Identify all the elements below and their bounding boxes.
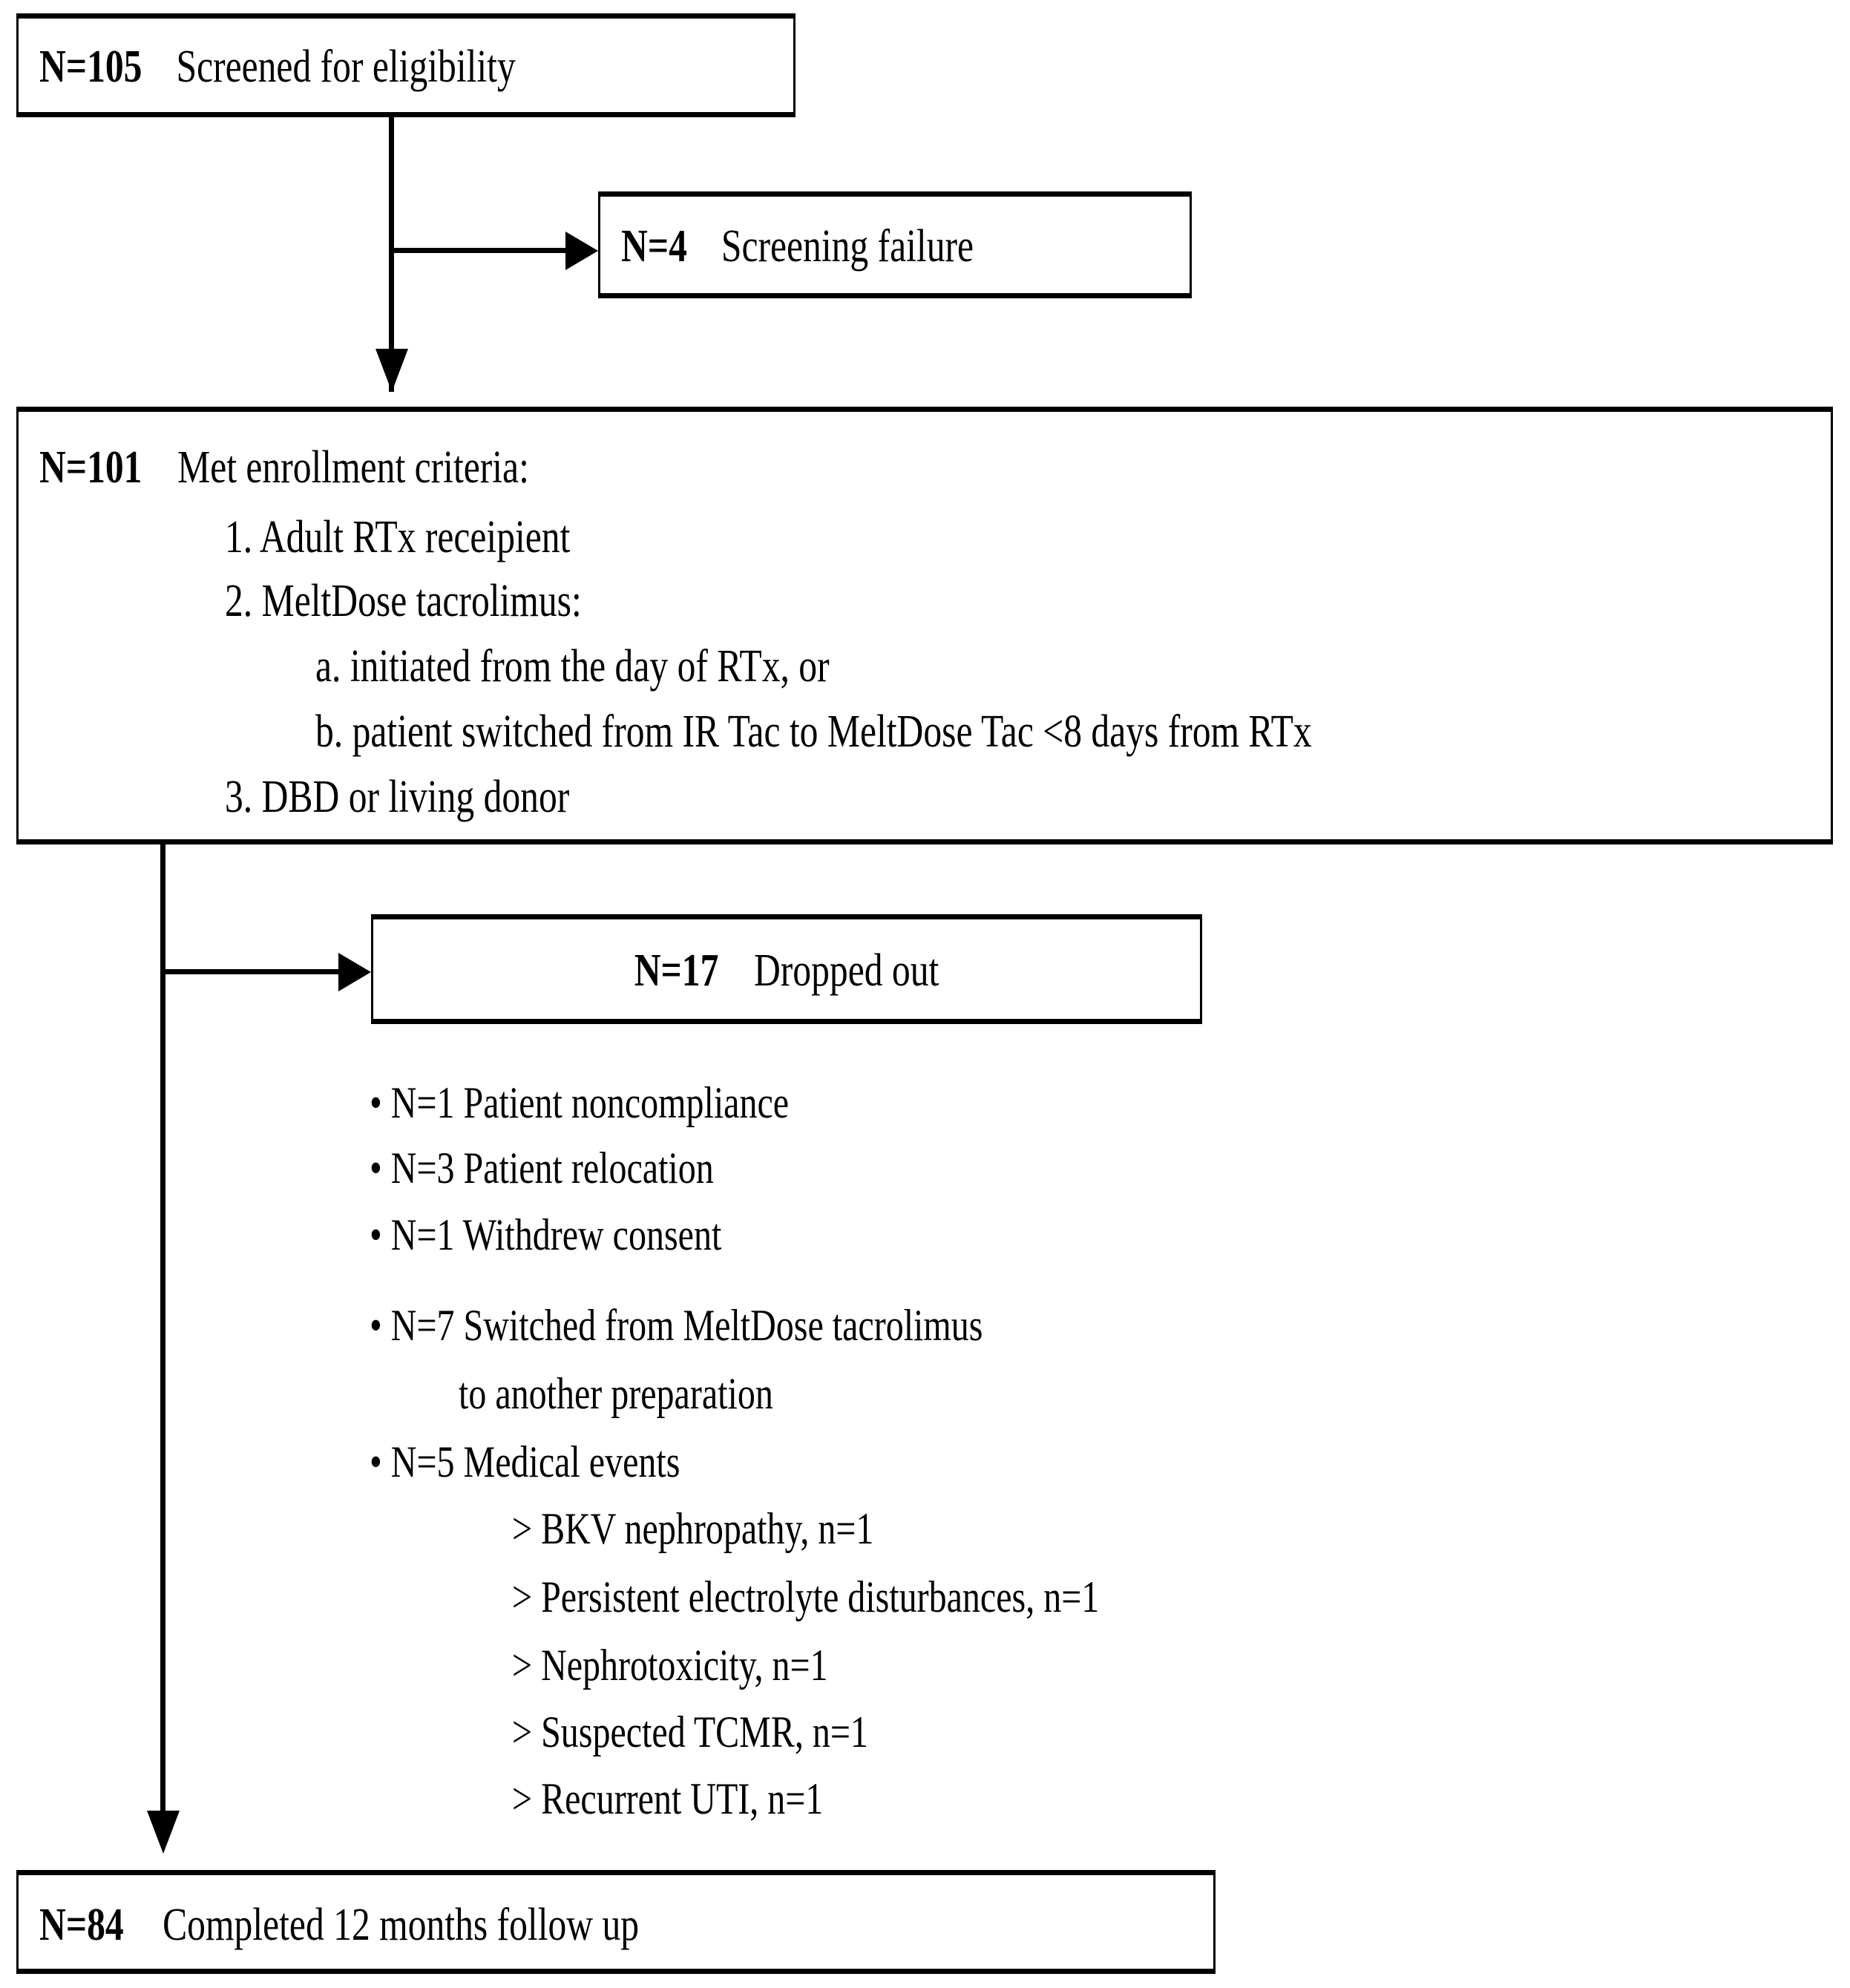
medical-event-3: > Nephrotoxicity, n=1 (512, 1641, 828, 1690)
connector-screened-vertical (389, 117, 394, 392)
connector-completed-arrowhead (147, 1811, 180, 1854)
node-enrolled-criterion-2b: b. patient switched from IR Tac to MeltD… (315, 706, 1312, 757)
node-enrolled-criterion-1: 1. Adult RTx receipient (225, 512, 571, 562)
connector-screening-failure-arrowhead (565, 232, 598, 270)
medical-event-4: > Suspected TCMR, n=1 (512, 1707, 868, 1756)
node-screening-failure-n: N=4 (621, 221, 687, 272)
node-dropped-out-line: N=17 Dropped out (456, 948, 1117, 994)
node-completed-box: N=84 Completed 12 months follow up (16, 1870, 1216, 1974)
node-dropped-out-text: Dropped out (753, 945, 939, 996)
node-enrolled-header: N=101 Met enrollment criteria: (39, 444, 529, 491)
node-enrolled-criterion-3: 3. DBD or living donor (225, 772, 570, 822)
medical-event-1: > BKV nephropathy, n=1 (512, 1504, 874, 1553)
dropout-reason-1: • N=1 Patient noncompliance (370, 1078, 790, 1127)
node-screening-failure-line: N=4 Screening failure (621, 223, 974, 269)
node-completed-n: N=84 (39, 1900, 124, 1950)
node-screening-failure-text: Screening failure (721, 221, 974, 272)
node-enrolled-n: N=101 (39, 442, 142, 493)
node-screened-n: N=105 (39, 42, 142, 92)
node-screened-box: N=105 Screened for eligibility (16, 13, 796, 117)
connector-dropped-out-horizontal (160, 969, 346, 974)
connector-enrolled-arrowhead (375, 349, 408, 392)
dropout-reason-4-continued: to another preparation (459, 1369, 773, 1418)
node-enrolled-criterion-2a: a. initiated from the day of RTx, or (315, 641, 830, 692)
dropout-reason-4: • N=7 Switched from MeltDose tacrolimus (370, 1301, 983, 1350)
node-dropped-out-box: N=17 Dropped out (371, 914, 1202, 1024)
dropout-reason-3: • N=1 Withdrew consent (370, 1210, 722, 1259)
connector-screening-failure-horizontal (389, 248, 573, 253)
connector-dropped-out-arrowhead (338, 953, 371, 991)
node-enrolled-box: N=101 Met enrollment criteria: 1. Adult … (16, 407, 1833, 844)
node-dropped-out-n: N=17 (634, 945, 719, 996)
node-screened-line: N=105 Screened for eligibility (39, 44, 516, 90)
dropout-reason-2: • N=3 Patient relocation (370, 1144, 714, 1193)
dropout-reason-5: • N=5 Medical events (370, 1437, 680, 1486)
node-completed-text: Completed 12 months follow up (163, 1900, 640, 1950)
medical-event-2: > Persistent electrolyte disturbances, n… (512, 1572, 1100, 1621)
connector-enrolled-to-completed-vertical (160, 844, 165, 1823)
node-enrolled-text: Met enrollment criteria: (177, 442, 529, 493)
medical-event-5: > Recurrent UTI, n=1 (512, 1774, 824, 1823)
node-screening-failure-box: N=4 Screening failure (598, 191, 1192, 298)
node-enrolled-criterion-2: 2. MeltDose tacrolimus: (225, 576, 582, 626)
node-screened-text: Screened for eligibility (176, 42, 516, 92)
node-completed-line: N=84 Completed 12 months follow up (39, 1902, 639, 1948)
